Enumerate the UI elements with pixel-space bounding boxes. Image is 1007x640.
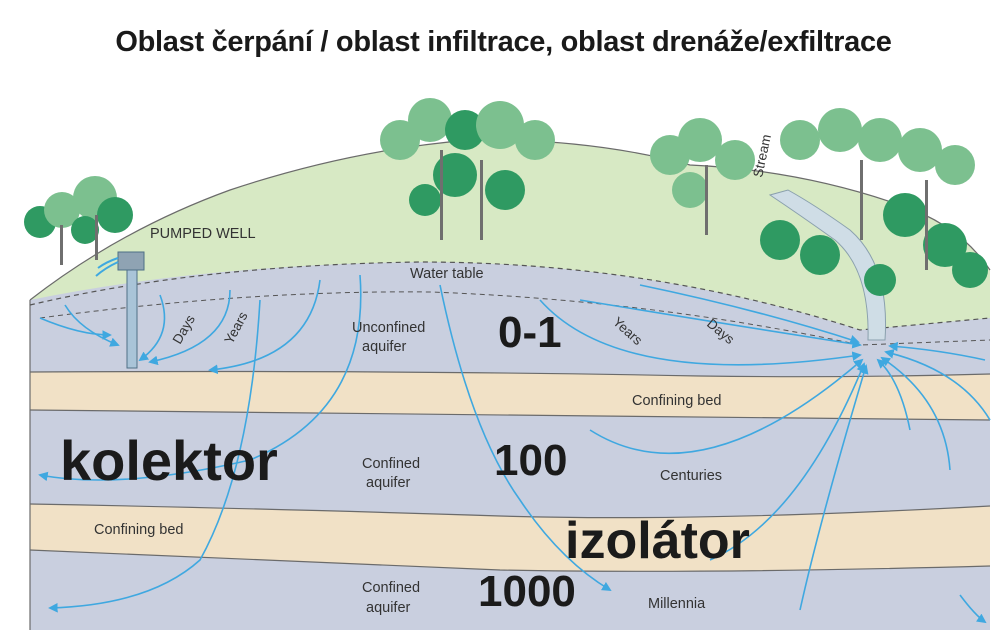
label-confined-mid-2: aquifer <box>366 475 411 491</box>
confined-aquifer-low-layer <box>30 550 990 630</box>
trees <box>24 98 988 296</box>
pumped-well <box>95 251 145 369</box>
water-table-lower-dashed <box>39 291 991 346</box>
label-stream: Stream <box>750 133 774 179</box>
label-confined-low-2: aquifer <box>366 600 411 616</box>
overlay-confined-age: 100 <box>494 436 567 485</box>
confining-bed-upper-layer <box>30 371 990 420</box>
unconfined-aquifer-layer <box>30 262 990 378</box>
label-water-table: Water table <box>410 266 484 282</box>
label-confined-low-1: Confined <box>362 580 420 596</box>
tree-cluster-center <box>380 98 555 240</box>
overlay-izolator: izolátor <box>565 512 750 570</box>
label-unconfined-2: aquifer <box>362 339 407 355</box>
label-confining-bed-lower: Confining bed <box>94 522 184 538</box>
confining-bed-lower-layer <box>30 504 990 572</box>
label-confining-bed-upper: Confining bed <box>632 393 722 409</box>
tree-cluster-right <box>650 108 988 296</box>
overlay-kolektor: kolektor <box>60 429 278 492</box>
tree-cluster-left <box>24 176 133 265</box>
label-unconfined-1: Unconfined <box>352 320 425 336</box>
page-title: Oblast čerpání / oblast infiltrace, obla… <box>115 26 892 58</box>
overlay-deep-age: 1000 <box>478 567 576 616</box>
label-confined-mid-1: Confined <box>362 456 420 472</box>
flow-lines <box>38 274 991 624</box>
label-centuries: Centuries <box>660 468 722 484</box>
overlay-unconfined-age: 0-1 <box>498 308 562 357</box>
stream-channel <box>768 189 887 341</box>
confined-aquifer-mid-layer <box>30 410 990 518</box>
water-table-line <box>29 261 991 331</box>
label-millennia: Millennia <box>648 596 706 612</box>
label-pumped-well: PUMPED WELL <box>150 226 256 242</box>
